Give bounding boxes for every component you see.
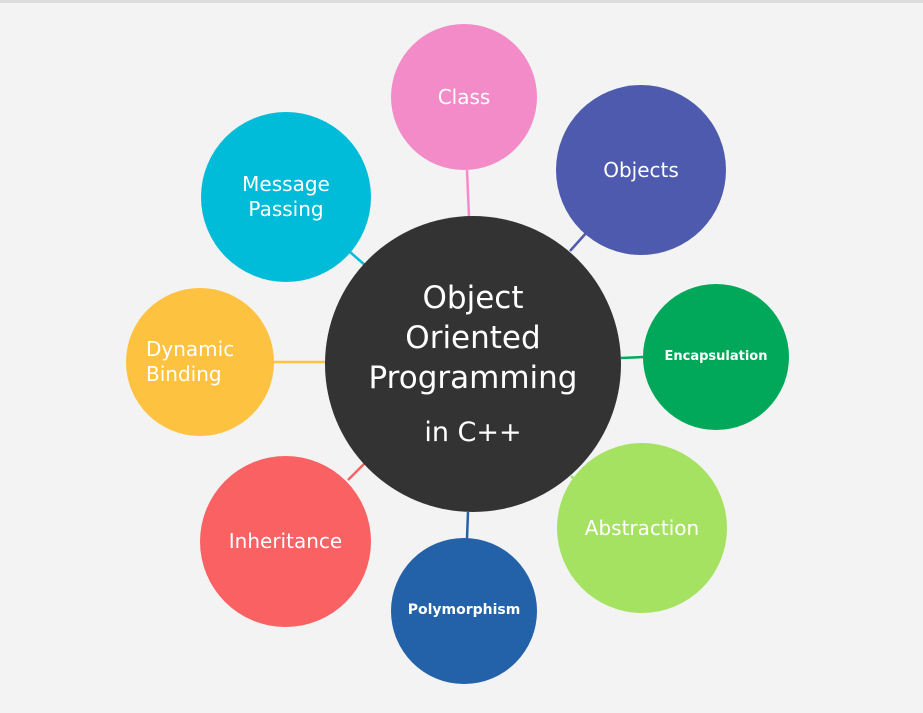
connector-objects — [569, 231, 588, 252]
node-polymorphism[interactable]: Polymorphism — [391, 538, 537, 684]
connector-class — [465, 169, 471, 218]
node-abstraction-label: Abstraction — [584, 515, 700, 540]
node-dynamic-binding[interactable]: Dynamic Binding — [126, 288, 274, 436]
node-message-passing[interactable]: Message Passing — [201, 112, 371, 282]
node-inheritance[interactable]: Inheritance — [200, 456, 371, 627]
node-message-passing-label: Message Passing — [242, 172, 330, 221]
connector-polymorphism — [465, 511, 470, 540]
node-objects[interactable]: Objects — [556, 85, 726, 255]
node-class[interactable]: Class — [391, 24, 537, 170]
node-objects-label: Objects — [603, 157, 679, 182]
node-inheritance-label: Inheritance — [228, 529, 343, 553]
central-topic-subtitle: in C++ — [424, 417, 522, 449]
node-encapsulation[interactable]: Encapsulation — [643, 284, 789, 430]
connector-inheritance — [347, 462, 366, 481]
node-class-label: Class — [437, 84, 491, 109]
node-abstraction[interactable]: Abstraction — [557, 443, 727, 613]
node-dynamic-binding-label: Dynamic Binding — [146, 337, 235, 386]
node-polymorphism-label: Polymorphism — [407, 602, 521, 619]
node-encapsulation-label: Encapsulation — [664, 348, 768, 364]
connector-encapsulation — [620, 355, 645, 360]
central-topic[interactable]: Object Oriented Programming in C++ — [325, 216, 621, 512]
top-border — [0, 0, 923, 3]
central-topic-title: Object Oriented Programming — [368, 280, 578, 397]
